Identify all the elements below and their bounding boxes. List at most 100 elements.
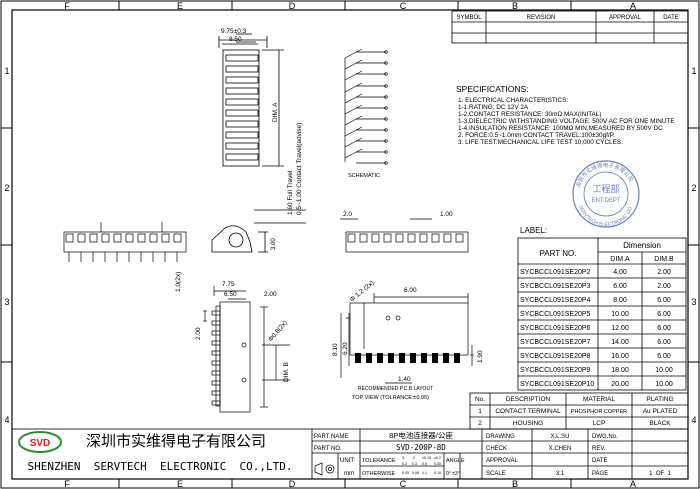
pcb-labels: Φ 1.2 (2x) 6.00 8.10 6.20 1.90 1.40 RECO… — [332, 280, 484, 401]
scale-value: 3:1 — [556, 471, 565, 477]
full-travel: 1.60 Full Travel — [287, 170, 294, 215]
svg-text:14.00: 14.00 — [611, 339, 629, 346]
svg-text:X.: X. — [402, 456, 405, 460]
angle-value: 0° ±3° — [446, 471, 460, 477]
svg-text:6.00: 6.00 — [657, 353, 671, 360]
svg-text:SVD: SVD — [30, 438, 51, 449]
tolerance-values: X. .0 ±0.15 ±0.2 0.2 0.3 0.5 0.05 0.05 0… — [402, 456, 441, 475]
svg-text:10.00: 10.00 — [611, 311, 629, 318]
dim-b-label: DIM. B — [283, 362, 290, 382]
row-label-left: 3 — [4, 297, 9, 307]
travel-advise: 0.5~1.00 Contact Travel(advise) — [296, 123, 303, 215]
front-view-right-labels: 2.0 1.00 — [343, 211, 453, 218]
bom-table: No. DESCRIPTION MATERIAL PLATING 1 CONTA… — [469, 392, 689, 430]
unit-value: mm — [344, 471, 354, 477]
svg-text:SYCBCCL091SE20P3: SYCBCCL091SE20P3 — [520, 283, 591, 290]
spec-line: 1-2.CONTACT RESISTANCE: 30mΩ MAX(INITAL) — [458, 111, 602, 118]
angle-label: ANGLE — [446, 458, 465, 464]
col-label-bottom: F — [64, 479, 70, 489]
svg-text:SYCBCCL091SE20P4: SYCBCCL091SE20P4 — [520, 297, 591, 304]
col-label-top: C — [400, 1, 407, 11]
front-view-right — [340, 218, 469, 253]
svg-text:CONTACT TERMINAL: CONTACT TERMINAL — [495, 408, 561, 415]
col-label-top: B — [512, 1, 518, 11]
svg-text:0.05: 0.05 — [402, 471, 409, 475]
svg-text:SYCBCCL091SE20P7: SYCBCCL091SE20P7 — [520, 339, 591, 346]
svg-text:6.00: 6.00 — [613, 283, 627, 290]
col-label-top: A — [630, 1, 636, 11]
svg-text:0.5: 0.5 — [422, 462, 427, 466]
label-header-a: DIM.A — [610, 256, 630, 263]
row-label-left: 1 — [4, 66, 9, 76]
label-table: LABEL: PART NO. Dimension DIM.A DIM.B SY… — [517, 226, 687, 391]
spec-title: SPECIFICATIONS: — [456, 84, 529, 94]
page-value: 1 OF 1 — [649, 471, 671, 477]
dim-850: 8.50 — [229, 36, 242, 43]
svg-text:BLACK: BLACK — [649, 420, 671, 427]
dim-phi-08: Φ0.8(2x) — [267, 319, 289, 343]
company-name-cn: 深圳市实维得电子有限公司 — [86, 432, 266, 450]
rev-header: SYMBOL — [456, 15, 482, 21]
bom-header: MATERIAL — [583, 396, 615, 403]
label-header-part: PART NO. — [540, 249, 577, 258]
scale-label: SCALE — [486, 471, 506, 477]
spec-line: 2. FORCE:0.5~1.0mm CONTACT TRAVEL:100±30… — [458, 132, 615, 139]
specifications-block: SPECIFICATIONS: 1. ELECTRICAL CHARACTERI… — [456, 84, 675, 146]
svg-text:18.00: 18.00 — [611, 367, 629, 374]
svg-text:SYCBCCL091SE20P5: SYCBCCL091SE20P5 — [520, 311, 591, 318]
part-no-value: SVD-200P-8D — [396, 443, 446, 452]
check-label: CHECK — [486, 446, 507, 452]
contact-profile — [211, 209, 306, 253]
svg-text:10.00: 10.00 — [655, 381, 673, 388]
svg-text:6.00: 6.00 — [657, 297, 671, 304]
svg-text:LCP: LCP — [593, 420, 606, 427]
front-view-left — [63, 222, 187, 262]
row-label-right: 1 — [691, 66, 696, 76]
drawing-value: X.L.SU — [550, 434, 569, 440]
approval-label: APPROVAL — [486, 458, 519, 464]
svg-text:SYCBCCL091SE20P6: SYCBCCL091SE20P6 — [520, 325, 591, 332]
dim-200b: 2.00 — [195, 327, 202, 340]
pcb-layout-view — [340, 293, 474, 384]
row-label-right: 2 — [691, 183, 696, 193]
frame-labels: F E D C B A F E D C B A 1 2 3 4 1 2 3 4 — [4, 1, 696, 489]
svg-text:±0.2: ±0.2 — [434, 456, 441, 460]
col-label-bottom: E — [177, 479, 183, 489]
pcb-layout-label: RECOMMENDED P.C.B LAYOUT — [358, 386, 433, 392]
svg-text:0.2: 0.2 — [402, 462, 407, 466]
spec-line: 1-3.DIELECTRIC WITHSTANDING VOLTAGE: 500… — [458, 118, 675, 125]
dim-phi-12: Φ 1.2 (2x) — [349, 280, 376, 304]
tolerance-label: TOLERANCE — [362, 458, 396, 464]
svg-text:Au PLATED: Au PLATED — [643, 408, 678, 415]
part-no-label: PART NO. — [314, 446, 342, 452]
row-label-right: 3 — [691, 297, 696, 307]
side-view-dim-a — [218, 33, 284, 167]
svg-text:20.00: 20.00 — [611, 381, 629, 388]
svg-text:12.00: 12.00 — [611, 325, 629, 332]
revision-table: SYMBOL REVISION APPROVAL DATE — [451, 10, 689, 44]
spec-line: 1-1.RATING: DC 12V 2A — [458, 104, 529, 111]
dim-190: 1.90 — [477, 350, 484, 363]
bom-row: 2 HOUSING LCP BLACK — [478, 420, 671, 427]
projection-symbol-icon — [314, 462, 335, 476]
stamp-sub: ENT.DEPT — [591, 198, 620, 204]
svg-text:PHOSPHOR COPPER: PHOSPHOR COPPER — [571, 409, 627, 415]
svg-text:4.00: 4.00 — [613, 269, 627, 276]
row-label-right: 4 — [691, 415, 696, 425]
dim-620: 6.20 — [342, 342, 349, 355]
svg-text:2.00: 2.00 — [657, 269, 671, 276]
row-label-left: 2 — [4, 183, 9, 193]
bottom-plan-labels: 7.75 6.50 2.00 2.00 1.0(2x) Φ0.8(2x) DIM… — [175, 272, 290, 382]
unit-label: UNIT: — [340, 458, 355, 464]
col-label-top: E — [177, 1, 183, 11]
label-header-b: DIM.B — [654, 256, 674, 263]
bom-header: DESCRIPTION — [506, 396, 551, 403]
svg-text:SYCBCCL091SE20P8: SYCBCCL091SE20P8 — [520, 353, 591, 360]
row-label-left: 4 — [4, 415, 9, 425]
svg-text:0.1: 0.1 — [422, 471, 427, 475]
col-label-top: F — [64, 1, 70, 11]
